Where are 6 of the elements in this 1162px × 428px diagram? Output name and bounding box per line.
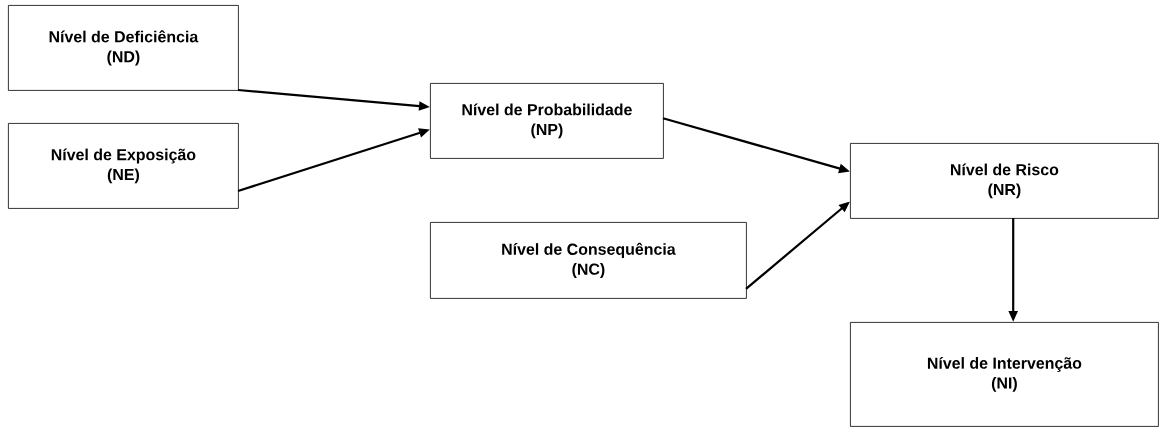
process-box: Nível de Probabilidade (NP): [430, 83, 664, 159]
process-box: Nível de Consequência (NC): [430, 222, 747, 299]
process-box: Nível de Deficiência (ND): [8, 5, 239, 91]
process-box: Nível de Intervenção (NI): [850, 322, 1159, 427]
process-box: Nível de Risco (NR): [850, 143, 1159, 219]
process-box: Nível de Exposição (NE): [8, 123, 239, 209]
